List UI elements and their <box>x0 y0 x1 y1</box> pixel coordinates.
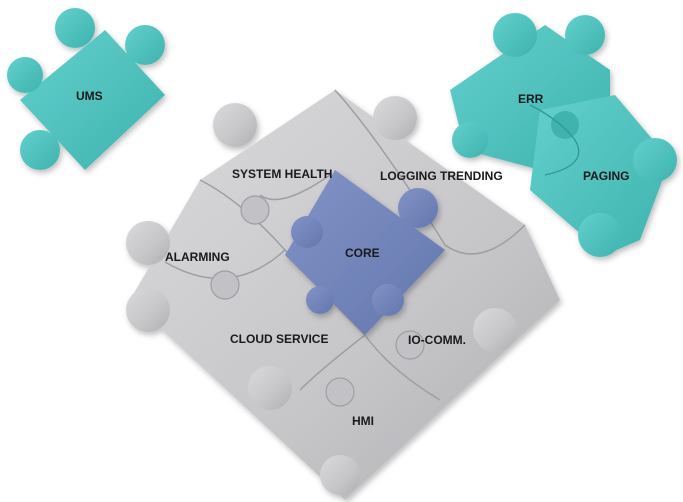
core-knob <box>306 286 334 314</box>
label-hmi: HMI <box>352 414 374 428</box>
label-logging-trending: LOGGING TRENDING <box>380 169 503 183</box>
knob <box>126 288 170 332</box>
paging-knob <box>551 111 579 139</box>
seam-knob <box>325 377 355 407</box>
seam-knob <box>240 195 270 225</box>
knob <box>126 221 170 265</box>
paging-knob <box>633 138 677 182</box>
label-err: ERR <box>518 92 544 106</box>
label-io-comm: IO-COMM. <box>408 333 466 347</box>
knob <box>473 308 517 352</box>
label-core: CORE <box>345 246 380 260</box>
label-paging: PAGING <box>583 169 629 183</box>
knob <box>320 455 360 495</box>
label-system-health: SYSTEM HEALTH <box>232 167 332 181</box>
label-ums: UMS <box>76 89 103 103</box>
label-alarming: ALARMING <box>165 250 230 264</box>
ums-knob <box>20 130 60 170</box>
label-cloud-service: CLOUD SERVICE <box>230 332 328 346</box>
knob <box>213 103 257 147</box>
teal-ums <box>7 8 165 170</box>
ums-knob <box>7 57 43 93</box>
err-knob <box>565 15 605 55</box>
seam-knob <box>210 270 240 300</box>
teal-seam <box>529 104 580 176</box>
core-knob <box>291 216 323 248</box>
core-knob <box>398 188 438 228</box>
ums-knob <box>125 25 165 65</box>
knob <box>373 96 417 140</box>
grey-seams <box>164 89 526 401</box>
ums-body <box>20 30 165 170</box>
err-knob <box>452 122 488 158</box>
err-knob <box>493 13 537 57</box>
knob <box>248 366 292 410</box>
paging-knob <box>578 213 622 257</box>
seam-knob <box>395 330 425 360</box>
labels: UMS ERR PAGING SYSTEM HEALTH LOGGING TRE… <box>76 89 629 428</box>
core-knob <box>372 284 404 316</box>
teal-err-paging <box>450 13 677 257</box>
core-piece <box>285 170 445 335</box>
ums-knob <box>55 8 95 48</box>
